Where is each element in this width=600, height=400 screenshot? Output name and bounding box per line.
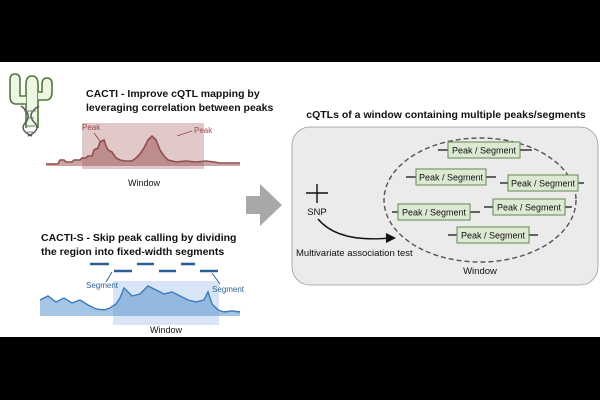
cacti-peak-pointer-right (176, 130, 193, 137)
segment-box (507, 174, 579, 192)
snp-label: SNP (307, 207, 327, 218)
cacti-peak-pointer-left (93, 132, 101, 142)
segment-box (415, 168, 487, 186)
segment-group-3: Peak / Segment (500, 174, 584, 192)
right-window-label: Window (463, 266, 497, 277)
cacti-title-line2: leveraging correlation between peaks (86, 102, 273, 114)
segment-box (447, 141, 521, 159)
cacti-s-window-label: Window (150, 325, 183, 335)
cacti-s-title-line2: the region into fixed-width segments (41, 246, 224, 258)
segment-group-2: Peak / Segment (406, 168, 496, 186)
segment-group-5: Peak / Segment (484, 198, 572, 216)
segment-group-1: Peak / Segment (438, 141, 532, 159)
right-title: cQTLs of a window containing multiple pe… (306, 109, 586, 121)
segment-label: Peak / Segment (419, 173, 484, 183)
segment-label: Peak / Segment (461, 231, 526, 241)
segment-box (397, 203, 471, 221)
association-label: Multivariate association test (296, 248, 413, 259)
cacti-signal-fill (46, 136, 240, 166)
segment-label: Peak / Segment (511, 179, 576, 189)
association-arrow-head (386, 233, 396, 243)
cacti-s-segment-label-left: Segment (86, 281, 119, 290)
cacti-s-segment-pointer-left (105, 271, 113, 283)
cacti-s-signal-fill (40, 286, 240, 316)
cactus-dna-logo-icon (9, 73, 53, 137)
right-arrow-icon (246, 184, 282, 226)
segment-box (492, 198, 566, 216)
cacti-window-label: Window (128, 178, 161, 188)
segment-label: Peak / Segment (402, 208, 467, 218)
cacti-s-title-line1: CACTI-S - Skip peak calling by dividing (41, 232, 236, 244)
segment-group-6: Peak / Segment (448, 226, 538, 244)
segment-box (456, 226, 530, 244)
right-window-ellipse (383, 137, 577, 263)
cacti-s-segments (90, 262, 218, 273)
cacti-s-segment-label-right: Segment (212, 285, 245, 294)
cacti-s-segment-pointer-right (211, 272, 221, 285)
cacti-peak-label-right: Peak (194, 126, 213, 135)
segment-label: Peak / Segment (452, 146, 517, 156)
association-arrow (317, 218, 391, 240)
segment-group-4: Peak / Segment (392, 203, 480, 221)
cacti-peak-label-left: Peak (82, 123, 101, 132)
segment-label: Peak / Segment (497, 203, 562, 213)
cacti-title-line1: CACTI - Improve cQTL mapping by (86, 88, 260, 100)
